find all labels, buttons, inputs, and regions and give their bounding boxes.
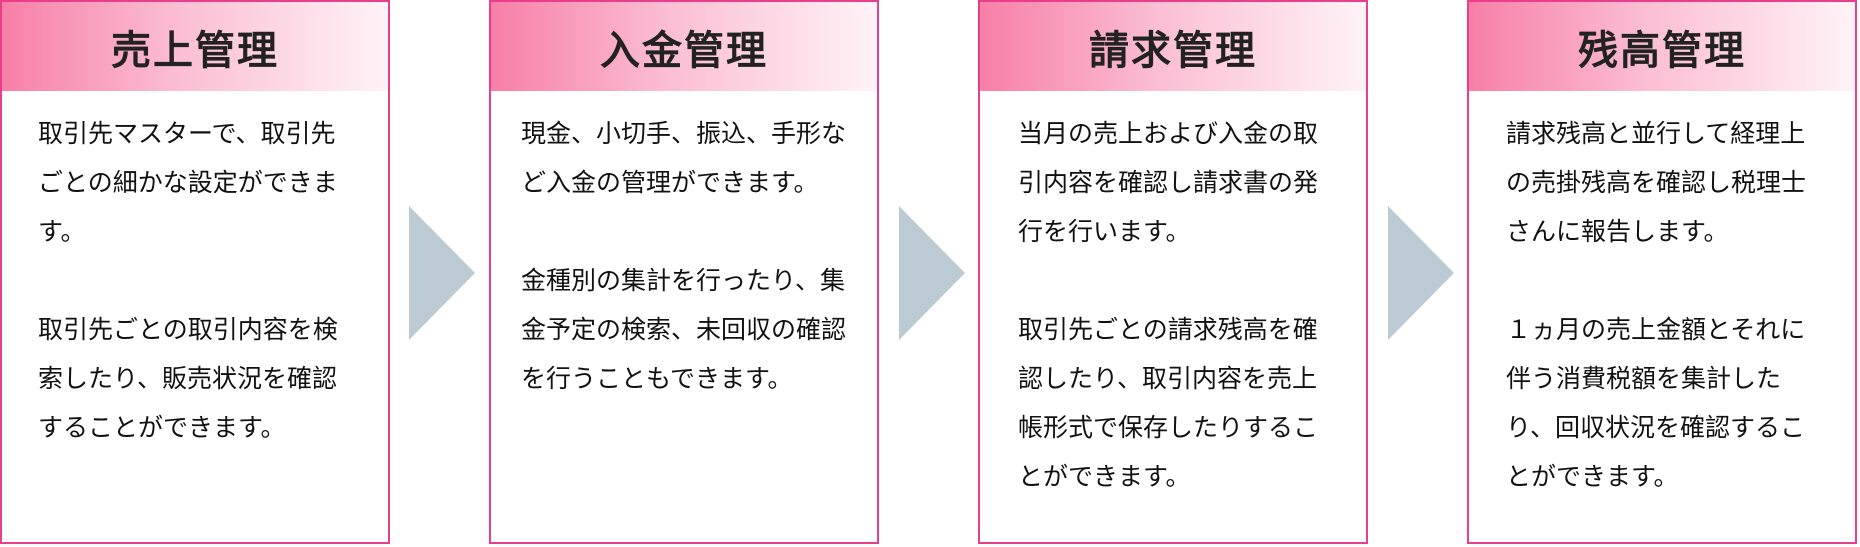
step-paragraph: 取引先マスターで、取引先ごとの細かな設定ができます。 xyxy=(38,119,338,246)
step-paragraph: 当月の売上および入金の取引内容を確認し請求書の発行を行います。 xyxy=(1018,119,1319,246)
step-description: 現金、小切手、振込、手形など入金の管理ができます。 金種別の集計を行ったり、集金… xyxy=(491,91,877,403)
step-description: 当月の売上および入金の取引内容を確認し請求書の発行を行います。 取引先ごとの請求… xyxy=(980,91,1366,501)
step-header: 残高管理 xyxy=(1469,2,1855,91)
step-title: 残高管理 xyxy=(1578,27,1746,74)
flow-arrow-icon xyxy=(899,206,965,340)
step-card-payment: 入金管理 現金、小切手、振込、手形など入金の管理ができます。 金種別の集計を行っ… xyxy=(489,0,879,544)
step-card-sales: 売上管理 取引先マスターで、取引先ごとの細かな設定ができます。 取引先ごとの取引… xyxy=(0,0,390,544)
step-header: 請求管理 xyxy=(980,2,1366,91)
step-card-balance: 残高管理 請求残高と並行して経理上の売掛残高を確認し税理士さんに報告します。 １… xyxy=(1467,0,1857,544)
step-header: 入金管理 xyxy=(491,2,877,91)
step-title: 請求管理 xyxy=(1089,27,1257,74)
step-title: 入金管理 xyxy=(600,27,768,74)
step-title: 売上管理 xyxy=(111,27,279,74)
step-paragraph: １ヵ月の売上金額とそれに伴う消費税額を集計したり、回収状況を確認することができま… xyxy=(1506,315,1806,491)
step-header: 売上管理 xyxy=(2,2,388,91)
flow-arrow-icon xyxy=(409,206,475,340)
step-paragraph: 請求残高と並行して経理上の売掛残高を確認し税理士さんに報告します。 xyxy=(1506,119,1807,246)
step-description: 取引先マスターで、取引先ごとの細かな設定ができます。 取引先ごとの取引内容を検索… xyxy=(2,91,388,452)
step-paragraph: 金種別の集計を行ったり、集金予定の検索、未回収の確認を行うこともできます。 xyxy=(521,266,847,393)
step-card-billing: 請求管理 当月の売上および入金の取引内容を確認し請求書の発行を行います。 取引先… xyxy=(978,0,1368,544)
step-description: 請求残高と並行して経理上の売掛残高を確認し税理士さんに報告します。 １ヵ月の売上… xyxy=(1469,91,1855,501)
step-paragraph: 取引先ごとの取引内容を検索したり、販売状況を確認することができます。 xyxy=(38,315,338,442)
step-paragraph: 現金、小切手、振込、手形など入金の管理ができます。 xyxy=(521,119,847,197)
step-paragraph: 取引先ごとの請求残高を確認したり、取引内容を売上帳形式で保存したりすることができ… xyxy=(1018,315,1319,491)
flow-arrow-icon xyxy=(1388,206,1454,340)
